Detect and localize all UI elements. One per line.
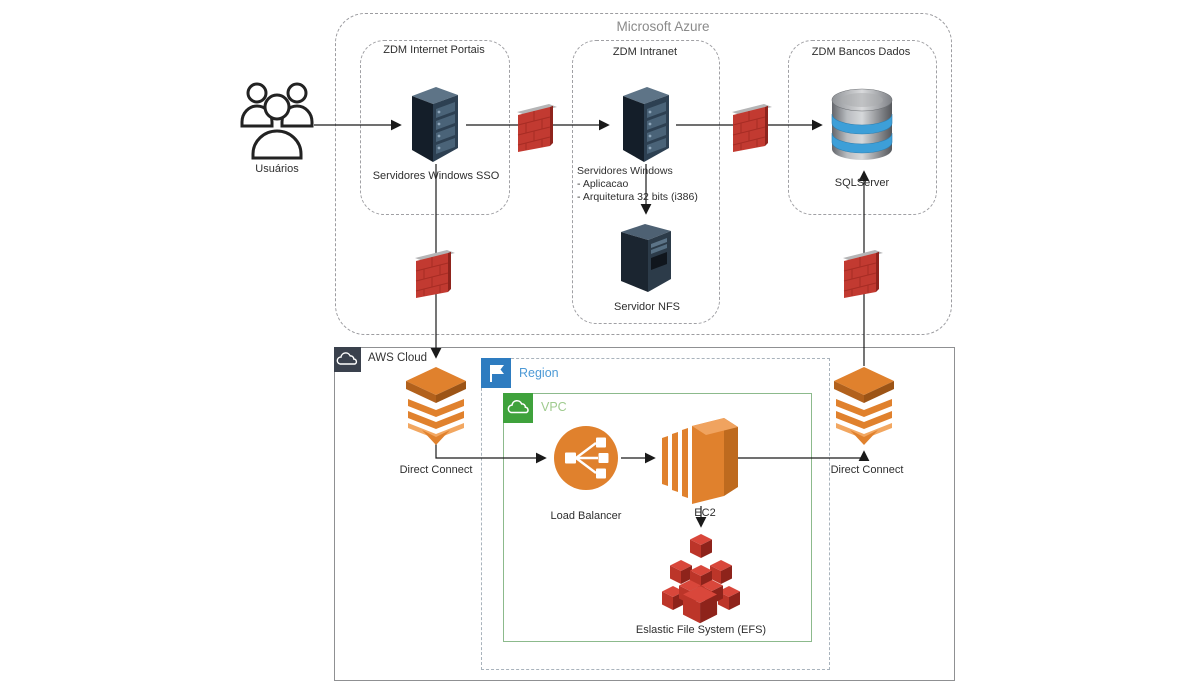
vpc-cloud-icon — [503, 393, 533, 423]
sql-database-icon — [830, 86, 894, 164]
sso-server-label: Servidores Windows SSO — [372, 170, 500, 182]
users-icon — [240, 80, 314, 162]
server-rack-sso-icon — [406, 84, 464, 164]
efs-label: Eslastic File System (EFS) — [635, 624, 767, 636]
bancos-box-title: ZDM Bancos Dados — [811, 46, 911, 58]
zdm-internet-portais-box — [360, 40, 510, 215]
firewall-icon — [414, 242, 456, 300]
load-balancer-icon — [553, 425, 619, 491]
zdm-bancos-dados-box — [788, 40, 937, 215]
intranet-box-title: ZDM Intranet — [612, 46, 678, 58]
firewall-icon — [516, 96, 558, 154]
direct-connect-right-icon — [832, 366, 896, 446]
direct-connect-left-label: Direct Connect — [399, 464, 473, 476]
ec2-label: EC2 — [694, 507, 716, 519]
efs-icon — [662, 534, 740, 624]
server-nfs-icon — [615, 220, 677, 294]
sqlserver-label: SQLServer — [834, 177, 890, 189]
azure-group-title: Microsoft Azure — [616, 19, 710, 34]
firewall-icon — [842, 242, 884, 300]
zdm-intranet-box — [572, 40, 720, 324]
vpc-box — [503, 393, 812, 642]
intranet-server-note-1: - Aplicacao — [577, 178, 629, 190]
intranet-server-note-2: - Arquitetura 32 bits (i386) — [577, 191, 698, 203]
firewall-icon — [731, 96, 773, 154]
region-box — [481, 358, 830, 670]
region-title: Region — [519, 366, 559, 380]
load-balancer-label: Load Balancer — [550, 510, 622, 522]
ec2-icon — [662, 414, 740, 506]
aws-cloud-icon — [334, 347, 361, 372]
portais-box-title: ZDM Internet Portais — [383, 44, 485, 56]
direct-connect-left-icon — [404, 366, 468, 446]
direct-connect-right-label: Direct Connect — [830, 464, 904, 476]
azure-group-box — [335, 13, 952, 335]
vpc-title: VPC — [541, 400, 567, 414]
intranet-server-notes: Servidores Windows - Aplicacao - Arquite… — [577, 165, 719, 204]
intranet-server-label: Servidores Windows — [577, 165, 673, 177]
region-flag-icon — [481, 358, 511, 388]
server-rack-intranet-icon — [617, 84, 675, 164]
nfs-server-label: Servidor NFS — [613, 301, 681, 313]
aws-cloud-box — [334, 347, 955, 681]
aws-cloud-title: AWS Cloud — [368, 352, 428, 364]
users-label: Usuários — [255, 163, 299, 175]
